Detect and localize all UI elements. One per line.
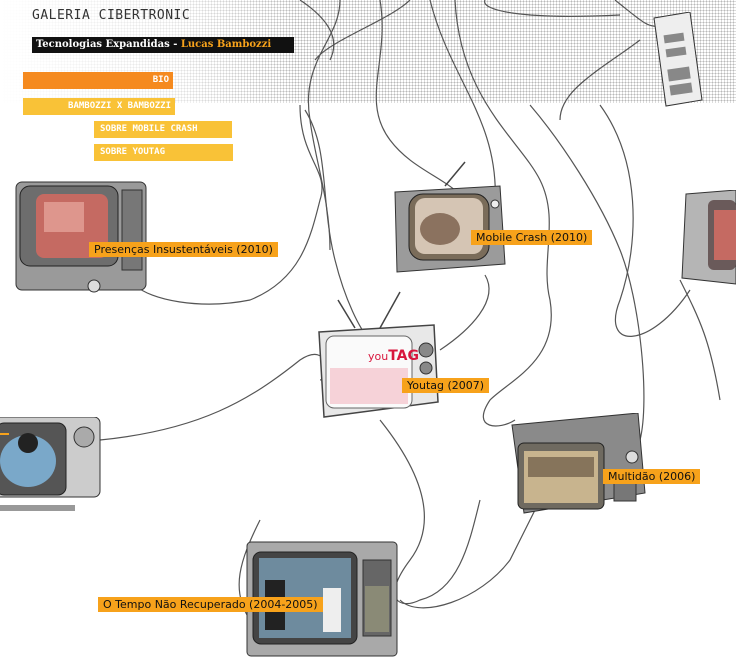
subtitle-main: Tecnologias Expandidas - xyxy=(36,39,181,50)
artist-name: Lucas Bambozzi xyxy=(180,39,272,50)
label-mobile-crash[interactable]: Mobile Crash (2010) xyxy=(471,230,593,245)
tv-multidao-icon xyxy=(511,413,646,514)
youtag-logo-suffix: TAG xyxy=(388,348,419,364)
tv-mobile-crash-icon xyxy=(394,185,506,273)
label-tempo[interactable]: O Tempo Não Recuperado (2004-2005) xyxy=(98,597,323,612)
tv-youtag-icon: youTAG xyxy=(318,324,439,418)
remote-device-icon xyxy=(653,12,703,107)
youtag-logo-prefix: you xyxy=(368,350,388,363)
tv-right-partial-icon xyxy=(681,190,736,285)
tv-presencas-icon xyxy=(15,181,147,293)
label-presencas[interactable]: Presenças Insustentáveis (2010) xyxy=(89,242,278,257)
svg-text:youTAG: youTAG xyxy=(368,348,419,364)
subtitle-bar: Tecnologias Expandidas - Lucas Bambozzi xyxy=(32,37,294,53)
tv-left-partial-icon xyxy=(0,417,101,511)
menu-youtag[interactable]: SOBRE YOUTAG xyxy=(94,144,233,161)
site-title: GALERIA CIBERTRONIC xyxy=(32,8,191,23)
menu-bio[interactable]: BIO xyxy=(23,72,173,89)
label-youtag[interactable]: Youtag (2007) xyxy=(402,378,490,393)
menu-bambozzi[interactable]: BAMBOZZI X BAMBOZZI xyxy=(23,98,175,115)
label-left-partial-marker xyxy=(0,433,9,435)
label-multidao[interactable]: Multidão (2006) xyxy=(603,469,701,484)
menu-mobile-crash[interactable]: SOBRE MOBILE CRASH xyxy=(94,121,232,138)
